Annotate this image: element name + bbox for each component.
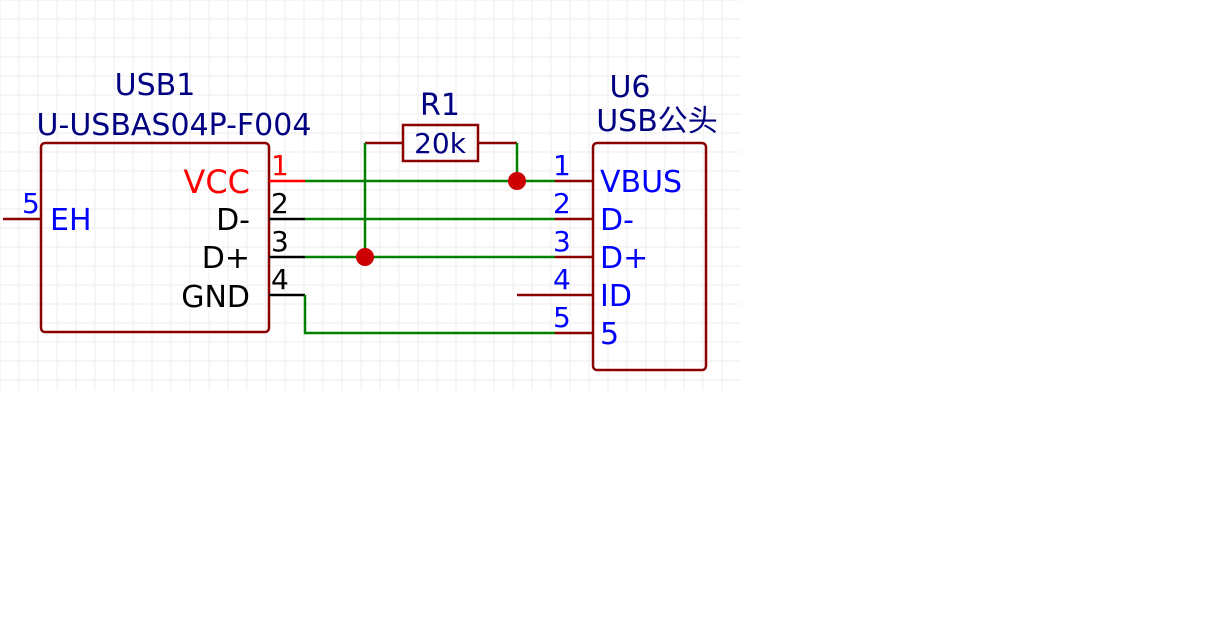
- usb1-pin4-num: 4: [271, 263, 289, 296]
- usb1-pin3-name: D+: [202, 241, 250, 276]
- u6-pin4-num: 4: [553, 263, 571, 296]
- u6-pin5-name: 5: [600, 317, 619, 352]
- usb1-pin5-name: EH: [50, 203, 92, 238]
- u6-pin2-name: D-: [600, 203, 634, 238]
- r1-ref-label: R1: [420, 88, 460, 123]
- usb1-pin2-name: D-: [216, 203, 250, 238]
- u6-pin4-name: ID: [600, 279, 632, 314]
- junction-vbus: [508, 172, 526, 190]
- usb1-ref-label: USB1: [115, 68, 196, 103]
- usb1-body[interactable]: [39, 141, 271, 334]
- usb1-pin4-name: GND: [181, 280, 250, 315]
- u6-pin3-name: D+: [600, 241, 648, 276]
- u6-pin1-num: 1: [553, 149, 571, 182]
- junction-dplus: [356, 248, 374, 266]
- usb1-pin1-name: VCC: [183, 163, 250, 201]
- usb1-value-label: U-USBAS04P-F004: [37, 108, 312, 143]
- usb1-pin1-num: 1: [271, 149, 289, 182]
- u6-pin1-name: VBUS: [600, 165, 682, 200]
- usb1-pin5-num: 5: [22, 187, 40, 220]
- u6-ref-label: U6: [609, 70, 650, 105]
- usb1-pin3-num: 3: [271, 225, 289, 258]
- u6-pin3-num: 3: [553, 225, 571, 258]
- u6-value-label: USB公头: [596, 104, 718, 139]
- r1-value-label: 20k: [414, 127, 467, 160]
- u6-pin2-num: 2: [553, 187, 571, 220]
- usb1-pin2-num: 2: [271, 187, 289, 220]
- u6-pin5-num: 5: [553, 301, 571, 334]
- wire-gnd[interactable]: [303, 295, 555, 335]
- grid: [0, 0, 740, 390]
